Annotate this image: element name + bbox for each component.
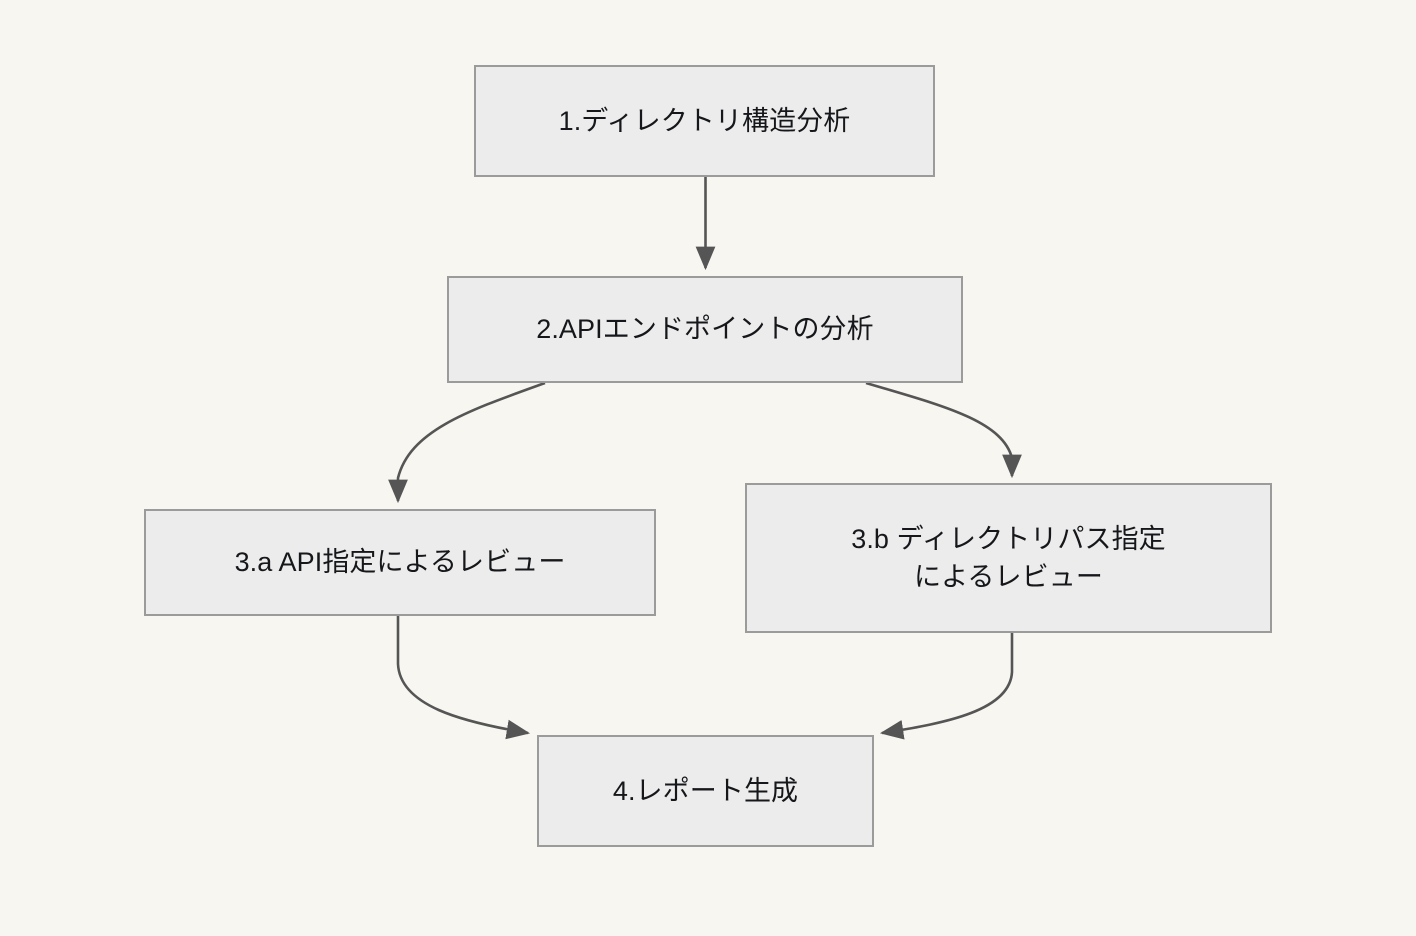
node-4-label: 4.レポート生成 — [612, 775, 799, 806]
node-3b-label: 3.b ディレクトリパス指定 によるレビュー — [851, 523, 1166, 592]
edge-2-to-3a — [388, 381, 546, 504]
flowchart-node-2[interactable]: 2.APIエンドポイントの分析 — [447, 276, 963, 383]
edge-3a-to-4 — [396, 616, 531, 740]
flowchart-node-1[interactable]: 1.ディレクトリ構造分析 — [474, 65, 935, 177]
node-1-label: 1.ディレクトリ構造分析 — [558, 105, 851, 136]
node-3a-label: 3.a API指定によるレビュー — [234, 547, 566, 578]
edge-2-to-3b — [865, 381, 1022, 479]
flowchart-node-3a[interactable]: 3.a API指定によるレビュー — [144, 509, 656, 616]
node-2-label: 2.APIエンドポイントの分析 — [536, 314, 874, 345]
flowchart-node-3b[interactable]: 3.b ディレクトリパス指定 によるレビュー — [745, 483, 1272, 633]
flowchart-node-4[interactable]: 4.レポート生成 — [537, 735, 874, 847]
edge-3b-to-4 — [879, 633, 1014, 740]
